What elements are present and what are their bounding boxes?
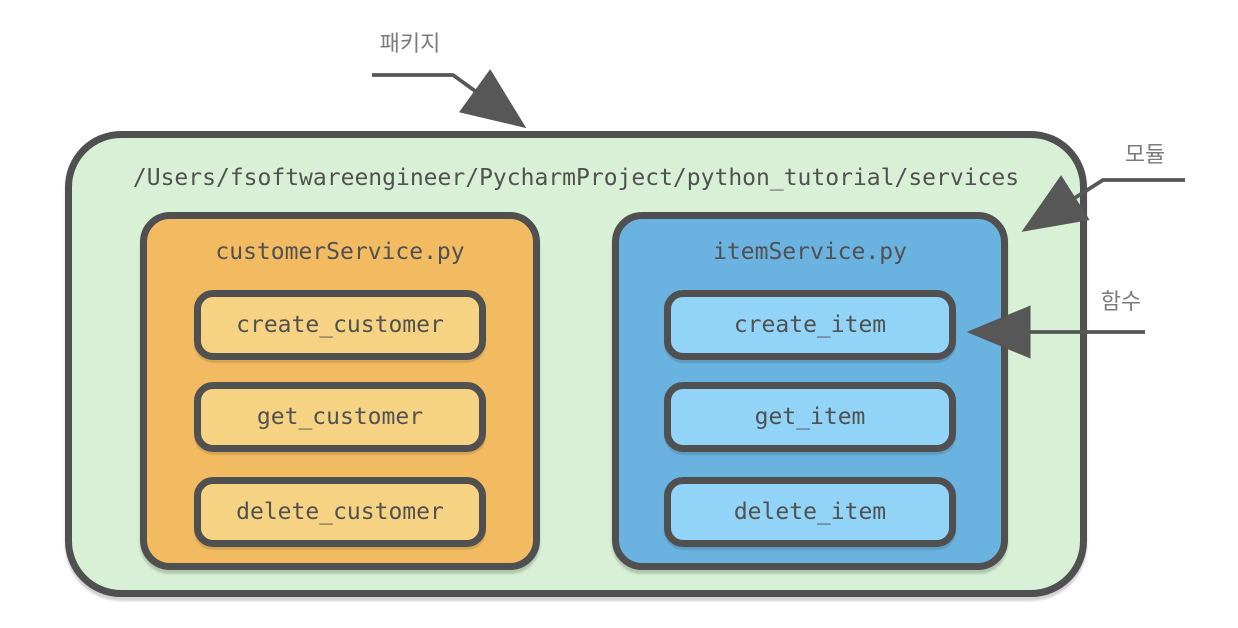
function-delete-customer: delete_customer — [194, 477, 486, 547]
function-get-customer: get_customer — [194, 382, 486, 452]
package-label: 패키지 — [379, 32, 441, 57]
module-itemservice: itemService.py create_item get_item dele… — [612, 212, 1008, 570]
function-label: 함수 — [1100, 290, 1142, 315]
module-name: itemService.py — [713, 239, 907, 265]
function-create-customer: create_customer — [194, 290, 486, 360]
package-arrow — [372, 69, 527, 129]
module-label: 모듈 — [1124, 143, 1166, 168]
function-get-item: get_item — [664, 382, 956, 452]
function-delete-item: delete_item — [664, 477, 956, 547]
module-customerservice: customerService.py create_customer get_c… — [140, 212, 540, 570]
package-box: /Users/fsoftwareengineer/PycharmProject/… — [65, 131, 1087, 597]
module-name: customerService.py — [215, 239, 465, 265]
package-path: /Users/fsoftwareengineer/PycharmProject/… — [132, 165, 1020, 191]
function-create-item: create_item — [664, 290, 956, 360]
